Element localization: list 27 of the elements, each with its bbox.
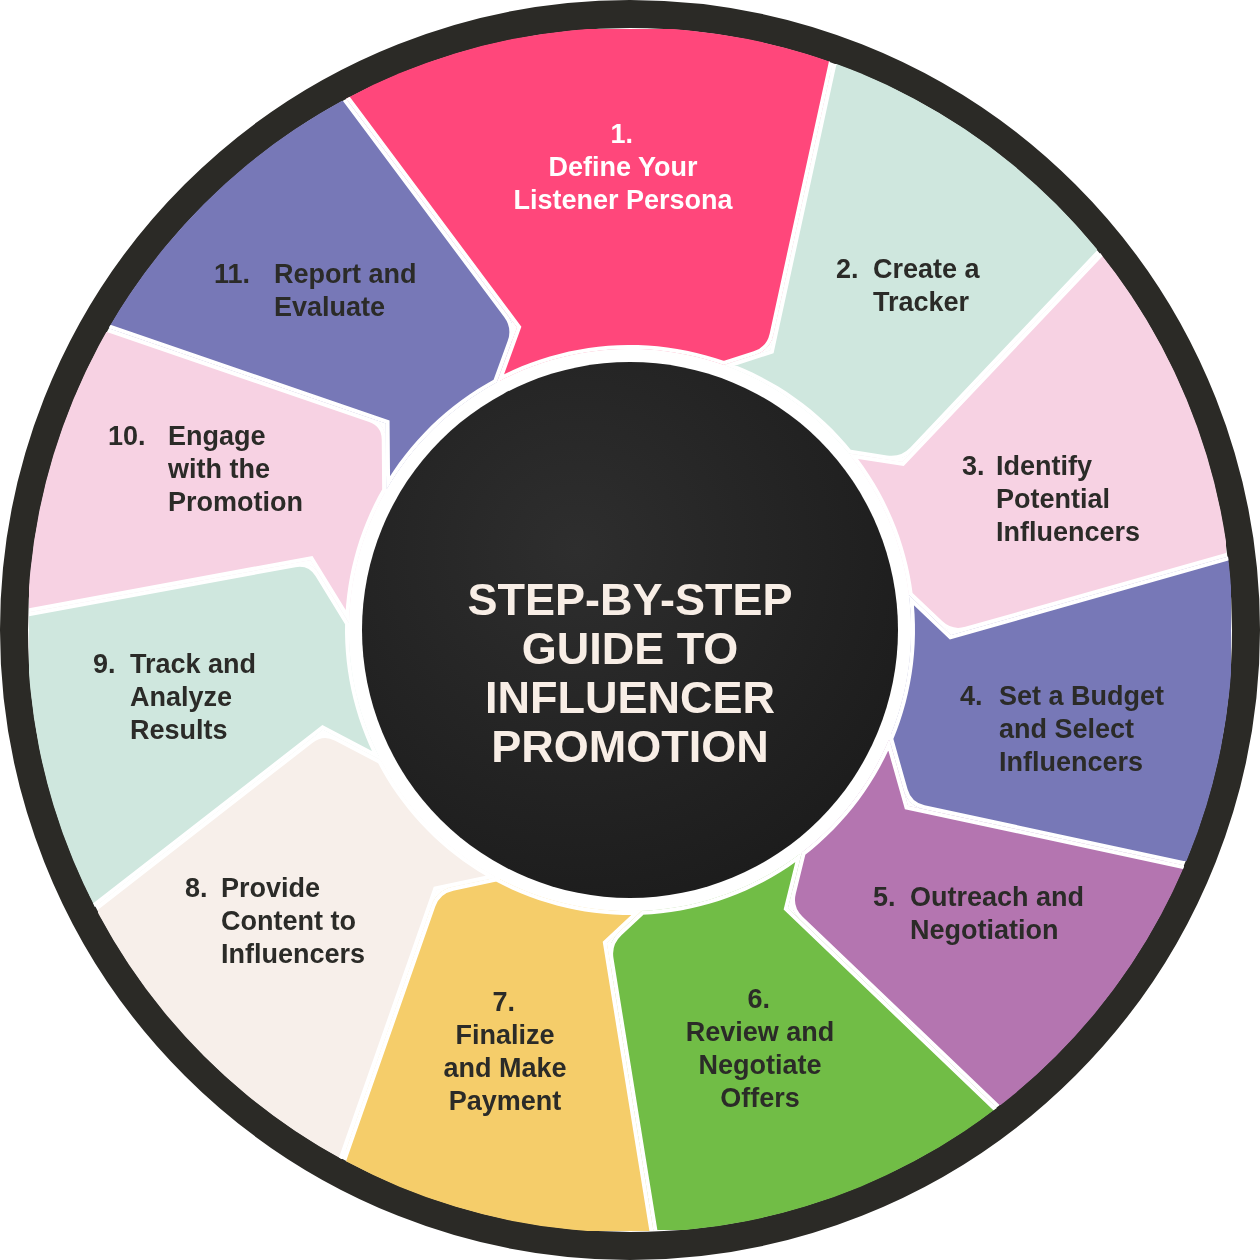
- step-number: 3.: [962, 450, 985, 483]
- ring-segment: [29, 332, 385, 622]
- step-title: Define Your Listener Persona: [512, 151, 734, 217]
- ring-segment: [29, 565, 379, 908]
- step-title: Identify Potential Influencers: [996, 450, 1142, 549]
- step-number: 1.: [610, 118, 634, 151]
- step-title: Finalize and Make Payment: [442, 1019, 568, 1118]
- step-number: 8.: [185, 872, 208, 905]
- step-number: 6.: [747, 983, 771, 1016]
- step-title: Create a Tracker: [873, 253, 981, 319]
- step-title: Track and Analyze Results: [130, 648, 258, 747]
- step-title: Outreach and Negotiation: [910, 881, 1086, 947]
- diagram-title: STEP-BY-STEP GUIDE TO INFLUENCER PROMOTION: [466, 575, 794, 771]
- step-title: Provide Content to Influencers: [221, 872, 367, 971]
- ring-segment: [891, 556, 1231, 861]
- step-number: 10.: [108, 420, 146, 453]
- step-number: 9.: [93, 648, 116, 681]
- step-title: Set a Budget and Select Influencers: [999, 680, 1166, 779]
- step-number: 2.: [836, 253, 859, 286]
- step-title: Review and Negotiate Offers: [684, 1016, 836, 1115]
- step-number: 11.: [214, 258, 251, 291]
- step-title: Report and Evaluate: [274, 258, 418, 324]
- ring-segment: [109, 101, 512, 489]
- step-number: 4.: [960, 680, 983, 713]
- step-number: 7.: [492, 986, 516, 1019]
- step-title: Engage with the Promotion: [168, 420, 304, 519]
- step-number: 5.: [873, 881, 896, 914]
